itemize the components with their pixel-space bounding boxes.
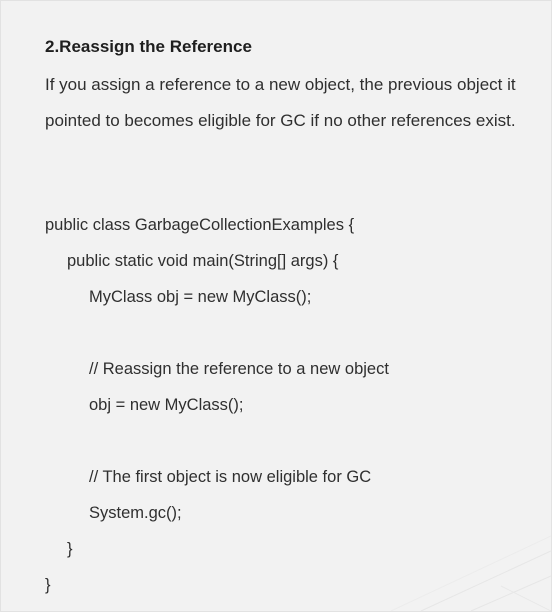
code-comment: // The first object is now eligible for … — [89, 468, 372, 486]
code-line: System.gc(); — [89, 504, 182, 522]
code-line: obj = new MyClass(); — [89, 396, 244, 414]
code-brace: } — [67, 540, 73, 558]
code-line: public static void main(String[] args) { — [67, 252, 339, 270]
code-comment: // Reassign the reference to a new objec… — [89, 360, 389, 378]
section-paragraph: If you assign a reference to a new objec… — [45, 75, 516, 130]
code-brace: } — [45, 576, 51, 594]
section-title: 2.Reassign the Reference — [45, 37, 252, 56]
code-line: public class GarbageCollectionExamples { — [45, 216, 355, 234]
decorative-lines — [390, 535, 551, 611]
code-line: MyClass obj = new MyClass(); — [89, 288, 312, 306]
